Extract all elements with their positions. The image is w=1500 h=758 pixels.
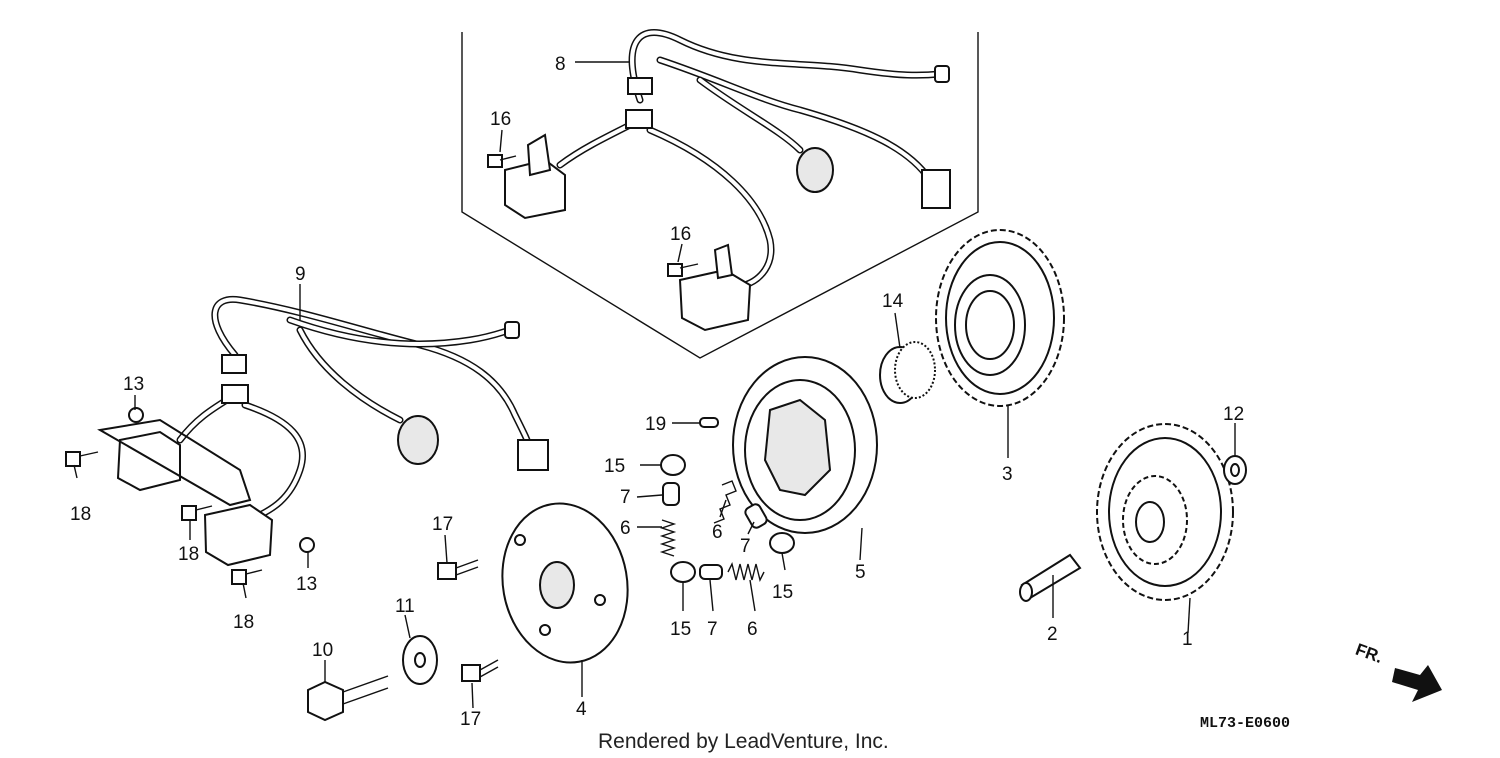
callout-8: 8 xyxy=(555,54,566,75)
callout-4: 4 xyxy=(576,699,587,720)
leader-lines xyxy=(73,61,1236,709)
callout-9: 9 xyxy=(295,264,306,285)
callout-7-b: 7 xyxy=(740,536,751,557)
callout-17-a: 17 xyxy=(432,514,453,535)
callout-16-a: 16 xyxy=(490,109,511,130)
shaft-2 xyxy=(1019,553,1082,602)
callout-5: 5 xyxy=(855,562,866,583)
washer-12 xyxy=(1223,455,1247,485)
callout-15-a: 15 xyxy=(604,456,625,477)
callout-labels: 8 16 16 9 13 18 18 18 13 10 11 17 17 4 1… xyxy=(70,54,1244,730)
callout-7-a: 7 xyxy=(620,487,631,508)
callout-3: 3 xyxy=(1002,464,1013,485)
callout-18-c: 18 xyxy=(233,612,254,633)
callout-15-b: 15 xyxy=(772,582,793,603)
plungers-and-springs xyxy=(659,480,768,583)
callout-6-a: 6 xyxy=(620,518,631,539)
credit-text: Rendered by LeadVenture, Inc. xyxy=(598,730,889,753)
callout-11: 11 xyxy=(395,596,415,617)
callout-6-b: 6 xyxy=(712,522,723,543)
direction-label: FR. xyxy=(1353,640,1385,667)
callout-1: 1 xyxy=(1182,629,1193,650)
starter-driven-gear-3 xyxy=(935,229,1065,407)
wiring-harness-9 xyxy=(65,295,549,585)
idle-gear-1 xyxy=(1096,423,1234,601)
needle-bearing-14 xyxy=(879,341,936,404)
inset-box xyxy=(461,32,979,359)
starter-clutch-outer-5 xyxy=(732,356,878,534)
callout-13-b: 13 xyxy=(296,574,317,595)
callout-15-c: 15 xyxy=(670,619,691,640)
callout-17-b: 17 xyxy=(460,709,481,730)
front-arrow-icon: FR. xyxy=(1353,640,1442,702)
callout-18-a: 18 xyxy=(70,504,91,525)
wiring-harness-8 xyxy=(487,29,951,332)
fasteners xyxy=(307,559,499,722)
coupling-plate-4 xyxy=(501,502,629,664)
callout-19: 19 xyxy=(645,414,666,435)
callout-12: 12 xyxy=(1223,404,1244,425)
callout-2: 2 xyxy=(1047,624,1058,645)
dowel-pin-19 xyxy=(699,417,719,428)
rollers-15 xyxy=(660,454,795,583)
callout-10: 10 xyxy=(312,640,333,661)
callout-6-c: 6 xyxy=(747,619,758,640)
callout-18-b: 18 xyxy=(178,544,199,565)
diagram-code: ML73-E0600 xyxy=(1200,715,1290,732)
callout-13-a: 13 xyxy=(123,374,144,395)
callout-7-c: 7 xyxy=(707,619,718,640)
callout-14: 14 xyxy=(882,291,904,312)
callout-16-b: 16 xyxy=(670,224,691,245)
